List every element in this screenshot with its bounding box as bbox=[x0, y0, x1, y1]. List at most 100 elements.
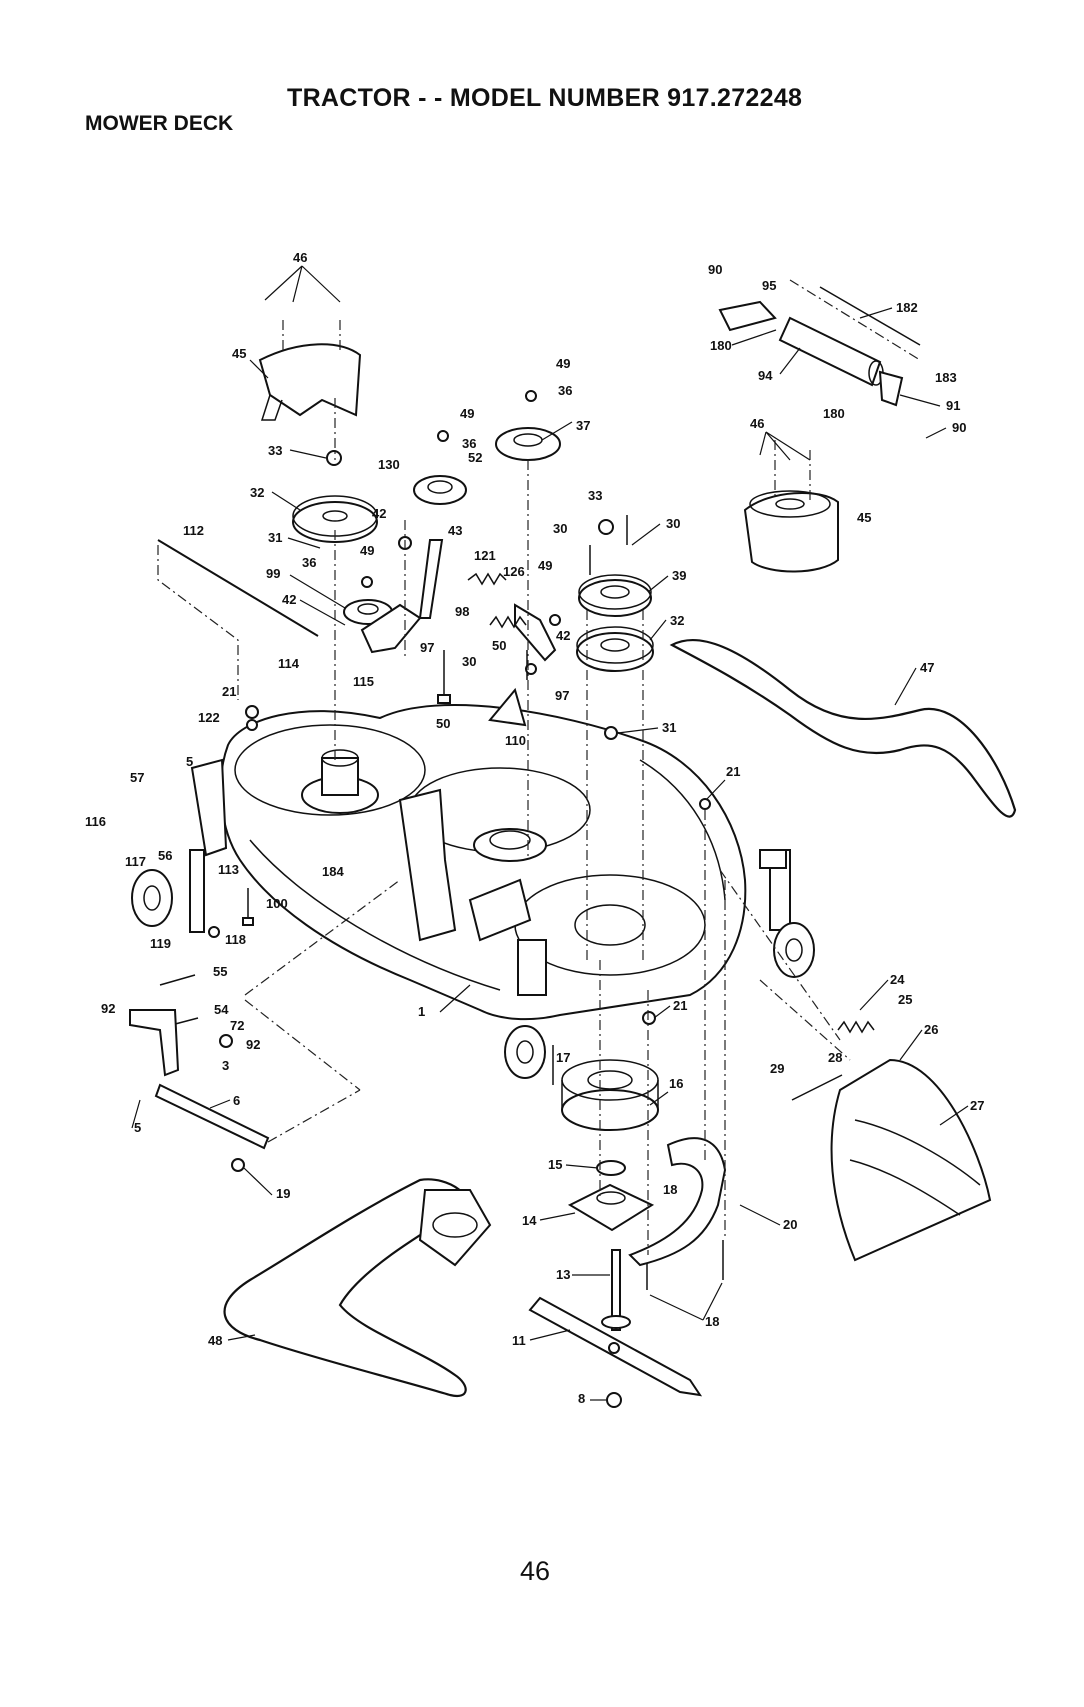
callout-1: 1 bbox=[418, 1004, 425, 1019]
nuts-and-washers bbox=[208, 390, 711, 1172]
chute-rod-29 bbox=[791, 1074, 843, 1101]
spindle-shaft-13 bbox=[601, 1249, 631, 1331]
callout-130: 130 bbox=[378, 457, 400, 472]
rear-wheel-left bbox=[504, 1025, 546, 1079]
callout-49-mid: 49 bbox=[360, 543, 374, 558]
callout-184: 184 bbox=[322, 864, 344, 879]
callout-113: 113 bbox=[218, 862, 239, 877]
pulley-52 bbox=[413, 475, 467, 505]
callout-54: 54 bbox=[214, 1002, 229, 1017]
callout-20: 20 bbox=[783, 1217, 797, 1232]
callout-32-left: 32 bbox=[250, 485, 264, 500]
callout-17: 17 bbox=[556, 1050, 570, 1065]
callout-5-top: 5 bbox=[186, 754, 193, 769]
callout-45-left: 45 bbox=[232, 346, 246, 361]
callout-25: 25 bbox=[898, 992, 912, 1007]
callout-121: 121 bbox=[474, 548, 496, 563]
callout-21-lower: 21 bbox=[673, 998, 687, 1013]
drive-belt-47 bbox=[669, 638, 1017, 818]
callout-115: 115 bbox=[353, 674, 374, 689]
callout-43: 43 bbox=[448, 523, 462, 538]
callout-114: 114 bbox=[278, 656, 300, 671]
spring-121 bbox=[467, 572, 507, 586]
callout-30-right: 30 bbox=[666, 516, 680, 531]
callout-119: 119 bbox=[150, 936, 171, 951]
callout-46-right: 46 bbox=[750, 416, 764, 431]
callout-55: 55 bbox=[213, 964, 227, 979]
callout-72: 72 bbox=[230, 1018, 244, 1033]
callout-37: 37 bbox=[576, 418, 590, 433]
callout-24: 24 bbox=[890, 972, 905, 987]
callout-3: 3 bbox=[222, 1058, 229, 1073]
center-bracket-plate bbox=[398, 788, 547, 996]
assembly-lines bbox=[157, 279, 921, 1255]
baffle-20 bbox=[628, 1137, 727, 1267]
callout-99: 99 bbox=[266, 566, 280, 581]
callout-122: 122 bbox=[198, 710, 220, 725]
callout-31-left: 31 bbox=[268, 530, 282, 545]
callout-49-center: 49 bbox=[460, 406, 474, 421]
callout-110: 110 bbox=[505, 733, 526, 748]
pulley-32-right bbox=[576, 626, 654, 672]
idler-pulley-assembly-bottom bbox=[418, 1189, 492, 1267]
spring-98 bbox=[489, 615, 527, 629]
callout-39: 39 bbox=[672, 568, 686, 583]
callout-18-upper: 18 bbox=[663, 1182, 677, 1197]
callout-98: 98 bbox=[455, 604, 469, 619]
pulley-39 bbox=[578, 574, 652, 617]
anti-scalp-roller bbox=[718, 286, 921, 407]
callout-183: 183 bbox=[935, 370, 957, 385]
callout-116: 116 bbox=[85, 814, 106, 829]
blade-nut-8 bbox=[606, 1392, 622, 1408]
callout-30-left: 30 bbox=[462, 654, 476, 669]
front-link-6 bbox=[154, 1083, 270, 1150]
callout-97-right: 97 bbox=[555, 688, 569, 703]
belt-shield-right bbox=[743, 490, 839, 573]
front-bracket-3 bbox=[129, 1009, 180, 1077]
mower-deck-housing bbox=[219, 704, 747, 1021]
page-number: 46 bbox=[520, 1556, 551, 1586]
front-wheel-left bbox=[131, 869, 173, 927]
callout-97-left: 97 bbox=[420, 640, 434, 655]
idler-arm bbox=[360, 539, 444, 654]
callout-14: 14 bbox=[522, 1213, 537, 1228]
callout-11: 11 bbox=[512, 1333, 526, 1348]
callout-46-top-left: 46 bbox=[293, 250, 307, 265]
callout-32-right: 32 bbox=[670, 613, 684, 628]
callout-42-right: 42 bbox=[556, 628, 570, 643]
callout-48: 48 bbox=[208, 1333, 222, 1348]
left-wheel-bracket bbox=[189, 758, 228, 933]
callout-13: 13 bbox=[556, 1267, 570, 1282]
callout-36-right: 36 bbox=[558, 383, 572, 398]
callout-117: 117 bbox=[125, 854, 146, 869]
callout-8: 8 bbox=[578, 1391, 585, 1406]
callout-31-right: 31 bbox=[662, 720, 676, 735]
callout-16: 16 bbox=[669, 1076, 683, 1091]
callout-94: 94 bbox=[758, 368, 773, 383]
callout-18-lower: 18 bbox=[705, 1314, 719, 1329]
callout-33-right: 33 bbox=[588, 488, 602, 503]
page-title: TRACTOR - - MODEL NUMBER 917.272248 bbox=[287, 84, 803, 112]
callout-33-left: 33 bbox=[268, 443, 282, 458]
callout-15: 15 bbox=[548, 1157, 562, 1172]
chute-spring-24 bbox=[837, 1020, 875, 1034]
callout-28: 28 bbox=[828, 1050, 842, 1065]
callout-36-left: 36 bbox=[302, 555, 316, 570]
callout-21-left: 21 bbox=[222, 684, 236, 699]
callout-19: 19 bbox=[276, 1186, 290, 1201]
callout-92-left: 92 bbox=[101, 1001, 115, 1016]
callout-118: 118 bbox=[225, 932, 246, 947]
idler-arm-126 bbox=[514, 603, 557, 662]
callout-90-top: 90 bbox=[708, 262, 722, 277]
callout-56: 56 bbox=[158, 848, 172, 863]
deck-spindle-pulley bbox=[473, 828, 547, 862]
pulley-32-left bbox=[292, 495, 378, 543]
callout-182: 182 bbox=[896, 300, 918, 315]
callout-50-left: 50 bbox=[436, 716, 450, 731]
callout-52: 52 bbox=[468, 450, 482, 465]
callout-45-right: 45 bbox=[857, 510, 871, 525]
spindle-housing-16 bbox=[561, 1059, 659, 1131]
front-wheel-right bbox=[773, 922, 815, 978]
